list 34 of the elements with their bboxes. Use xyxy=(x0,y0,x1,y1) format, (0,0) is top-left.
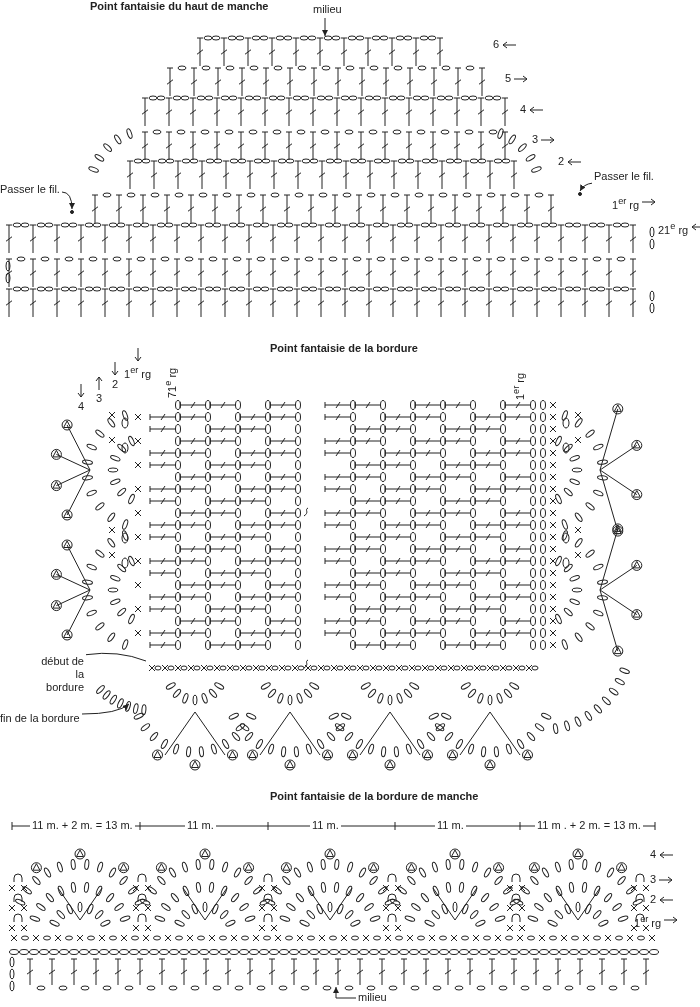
row-number: 2 xyxy=(558,155,565,168)
row-number: 3 xyxy=(96,392,103,405)
dimension-label: 11 m. xyxy=(435,819,466,832)
chart-title: Point fantaisie de la bordure de manche xyxy=(270,790,479,803)
leader-line xyxy=(81,703,130,715)
row-number: 1$^{er}$ rg xyxy=(124,364,152,381)
annotation-text: début de la bordure xyxy=(36,655,84,694)
dimension-label: 11 m. xyxy=(310,819,341,832)
row-number: 4 xyxy=(78,400,85,413)
row-number: 4 xyxy=(650,848,657,861)
row-number: 6 xyxy=(493,38,500,51)
leader-line xyxy=(322,17,328,37)
chart-title: Point fantaisie du haut de manche xyxy=(90,0,269,13)
chart-title: Point fantaisie de la bordure xyxy=(270,342,418,355)
annotation-text: milieu xyxy=(313,3,342,16)
row-number: 4 xyxy=(520,103,527,116)
annotation-text: milieu xyxy=(358,991,387,1004)
row-number: 3 xyxy=(650,873,657,886)
leader-line xyxy=(579,182,593,192)
annotation-text: fin de la bordure xyxy=(0,712,80,725)
row-number: 3 xyxy=(532,133,539,146)
row-number: 5 xyxy=(505,72,512,85)
annotation-text: Passer le fil. xyxy=(0,183,60,196)
dimension-label: 11 m. + 2 m. = 13 m. xyxy=(30,819,135,832)
leader-line xyxy=(333,986,357,999)
annotation-text: Passer le fil. xyxy=(594,170,654,183)
row-number: 2 xyxy=(112,378,119,391)
row-number: 1$^{er}$ rg xyxy=(612,195,640,212)
row-number: 2 xyxy=(650,893,657,906)
dimension-label: 11 m . + 2 m. = 13 m. xyxy=(535,819,643,832)
dimension-label: 11 m. xyxy=(185,819,216,832)
row-number: 21$^{e}$ rg xyxy=(658,220,689,237)
leader-line xyxy=(61,191,75,210)
leader-line xyxy=(85,652,147,662)
